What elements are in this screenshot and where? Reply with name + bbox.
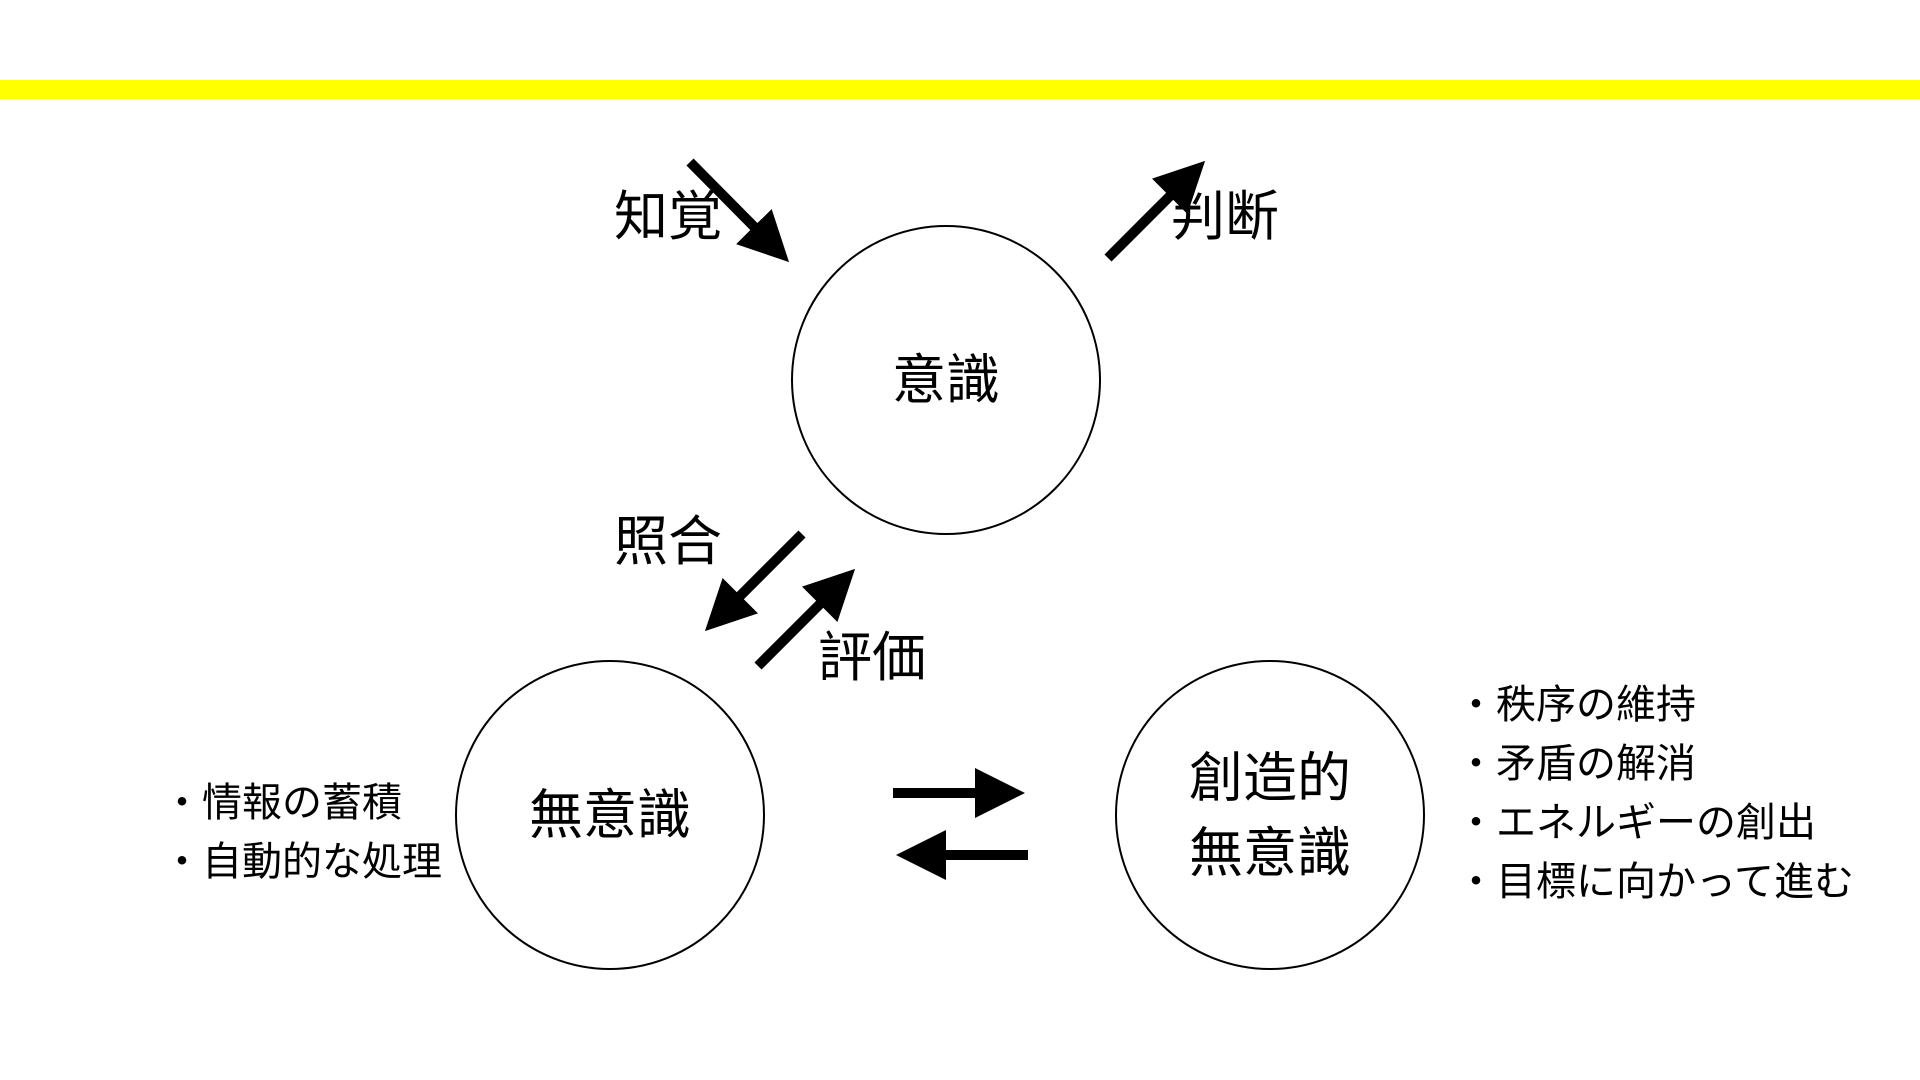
evaluation-arrow (754, 568, 856, 670)
matching-arrow (704, 530, 806, 632)
creative-label-line1: 創造的 (1189, 747, 1351, 810)
unconscious-note-item: ・自動的な処理 (162, 839, 442, 885)
matching-label: 照合 (614, 510, 722, 573)
perception-arrow (686, 158, 790, 263)
creative-note-item: ・秩序の維持 (1456, 682, 1696, 728)
evaluation-label: 評価 (818, 626, 926, 689)
creative-note-item: ・矛盾の解消 (1456, 741, 1696, 787)
perception-label: 知覚 (614, 185, 722, 248)
accent-bar (0, 80, 1920, 99)
unconscious-node (455, 660, 765, 970)
creative-note-item: ・エネルギーの創出 (1456, 800, 1816, 846)
creative-note-item: ・目標に向かって進む (1456, 859, 1854, 905)
unconscious-label: 無意識 (529, 784, 691, 847)
creative-notes: ・秩序の維持 ・矛盾の解消 ・エネルギーの創出 ・目標に向かって進む (1456, 682, 1854, 905)
judgment-label: 判断 (1171, 185, 1279, 248)
conscious-label: 意識 (892, 349, 1000, 412)
judgment-arrow (1104, 160, 1206, 262)
unconscious-note-item: ・情報の蓄積 (162, 780, 402, 826)
unconscious-notes: ・情報の蓄積 ・自動的な処理 (162, 780, 442, 885)
creative-unconscious-node (1115, 660, 1425, 970)
creative-label-line2: 無意識 (1189, 822, 1351, 885)
conscious-node (791, 225, 1101, 535)
